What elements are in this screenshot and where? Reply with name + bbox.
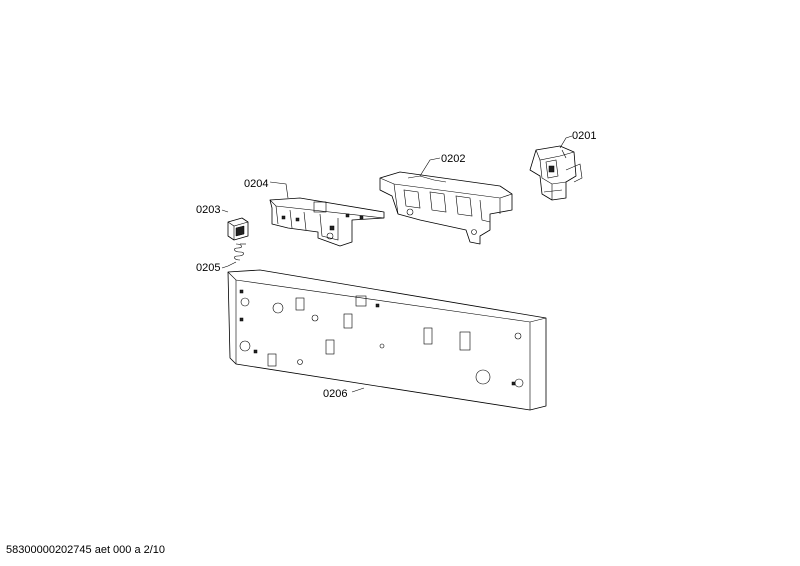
callout-0203: 0203: [196, 204, 221, 216]
part-0201-drawing: [529, 135, 583, 201]
callout-0201: 0201: [572, 130, 597, 142]
part-0204-drawing: [269, 181, 385, 247]
part-0202-drawing: [379, 157, 513, 245]
callout-0204: 0204: [244, 178, 269, 190]
callout-0202: 0202: [441, 153, 466, 165]
callout-0205: 0205: [196, 262, 221, 274]
callout-0206: 0206: [323, 388, 348, 400]
part-0203-drawing: [221, 209, 249, 241]
document-id-footer: 58300000202745 aet 000 a 2/10: [6, 544, 166, 556]
part-0206-drawing: [227, 269, 547, 411]
part-0205-drawing: [221, 243, 246, 269]
